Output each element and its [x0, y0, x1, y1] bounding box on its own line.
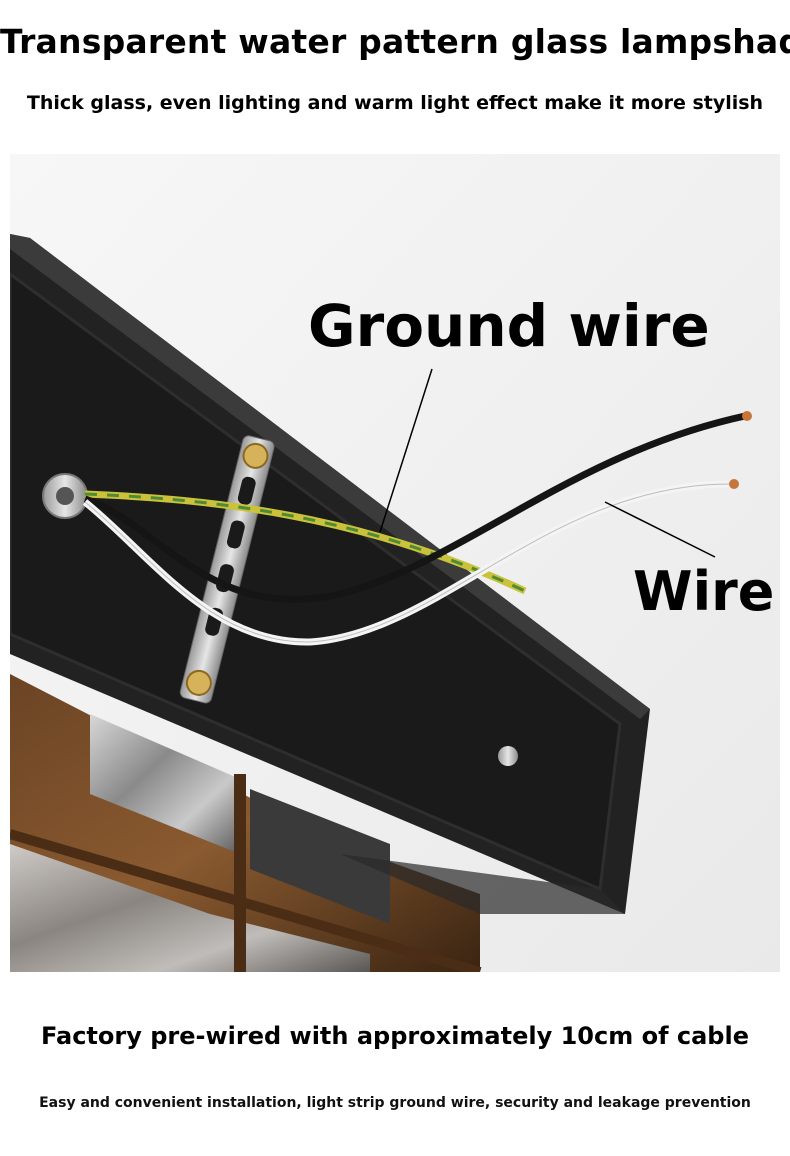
- black-wire-line: [83, 412, 746, 603]
- screw-icon: [498, 746, 518, 766]
- lamp-frame: [10, 674, 482, 972]
- black-mounting-tray: [10, 234, 650, 914]
- page-title: Transparent water pattern glass lampshad…: [0, 22, 790, 61]
- lamp-wiring-illustration: [10, 154, 780, 972]
- caption: Factory pre-wired with approximately 10c…: [41, 1022, 749, 1050]
- page-subtitle: Thick glass, even lighting and warm ligh…: [26, 92, 764, 114]
- glass-pane: [90, 714, 240, 854]
- copper-tip: [742, 411, 752, 421]
- ground-wire-leader: [379, 368, 433, 533]
- product-photo: [10, 154, 780, 972]
- subcaption: Easy and convenient installation, light …: [39, 1095, 751, 1111]
- wire-callout: Wire: [633, 560, 775, 623]
- ground-wire-callout: Ground wire: [308, 292, 710, 360]
- wire-leader: [604, 501, 716, 558]
